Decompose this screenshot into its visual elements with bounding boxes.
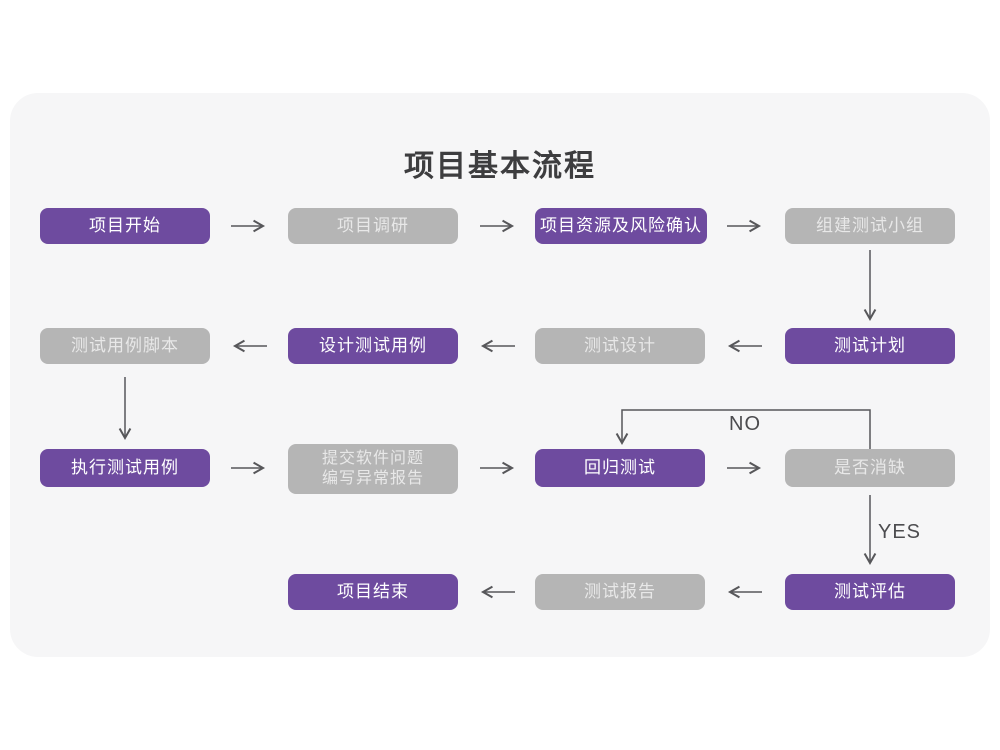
node-regression-test: 回归测试 <box>535 449 705 487</box>
node-project-start: 项目开始 <box>40 208 210 244</box>
node-resource-risk-confirm: 项目资源及风险确认 <box>535 208 707 244</box>
node-test-case-scripts: 测试用例脚本 <box>40 328 210 364</box>
node-design-test-cases: 设计测试用例 <box>288 328 458 364</box>
node-defect-resolved: 是否消缺 <box>785 449 955 487</box>
node-test-design: 测试设计 <box>535 328 705 364</box>
node-project-end: 项目结束 <box>288 574 458 610</box>
node-submit-issue-report: 提交软件问题 编写异常报告 <box>288 444 458 494</box>
edge-label-no: NO <box>729 413 761 435</box>
flowchart-card <box>10 93 990 657</box>
node-test-evaluation: 测试评估 <box>785 574 955 610</box>
node-project-research: 项目调研 <box>288 208 458 244</box>
edge-label-yes: YES <box>878 521 922 543</box>
node-build-test-team: 组建测试小组 <box>785 208 955 244</box>
node-execute-test-cases: 执行测试用例 <box>40 449 210 487</box>
page-title: 项目基本流程 <box>404 150 596 183</box>
node-test-report: 测试报告 <box>535 574 705 610</box>
node-test-plan: 测试计划 <box>785 328 955 364</box>
